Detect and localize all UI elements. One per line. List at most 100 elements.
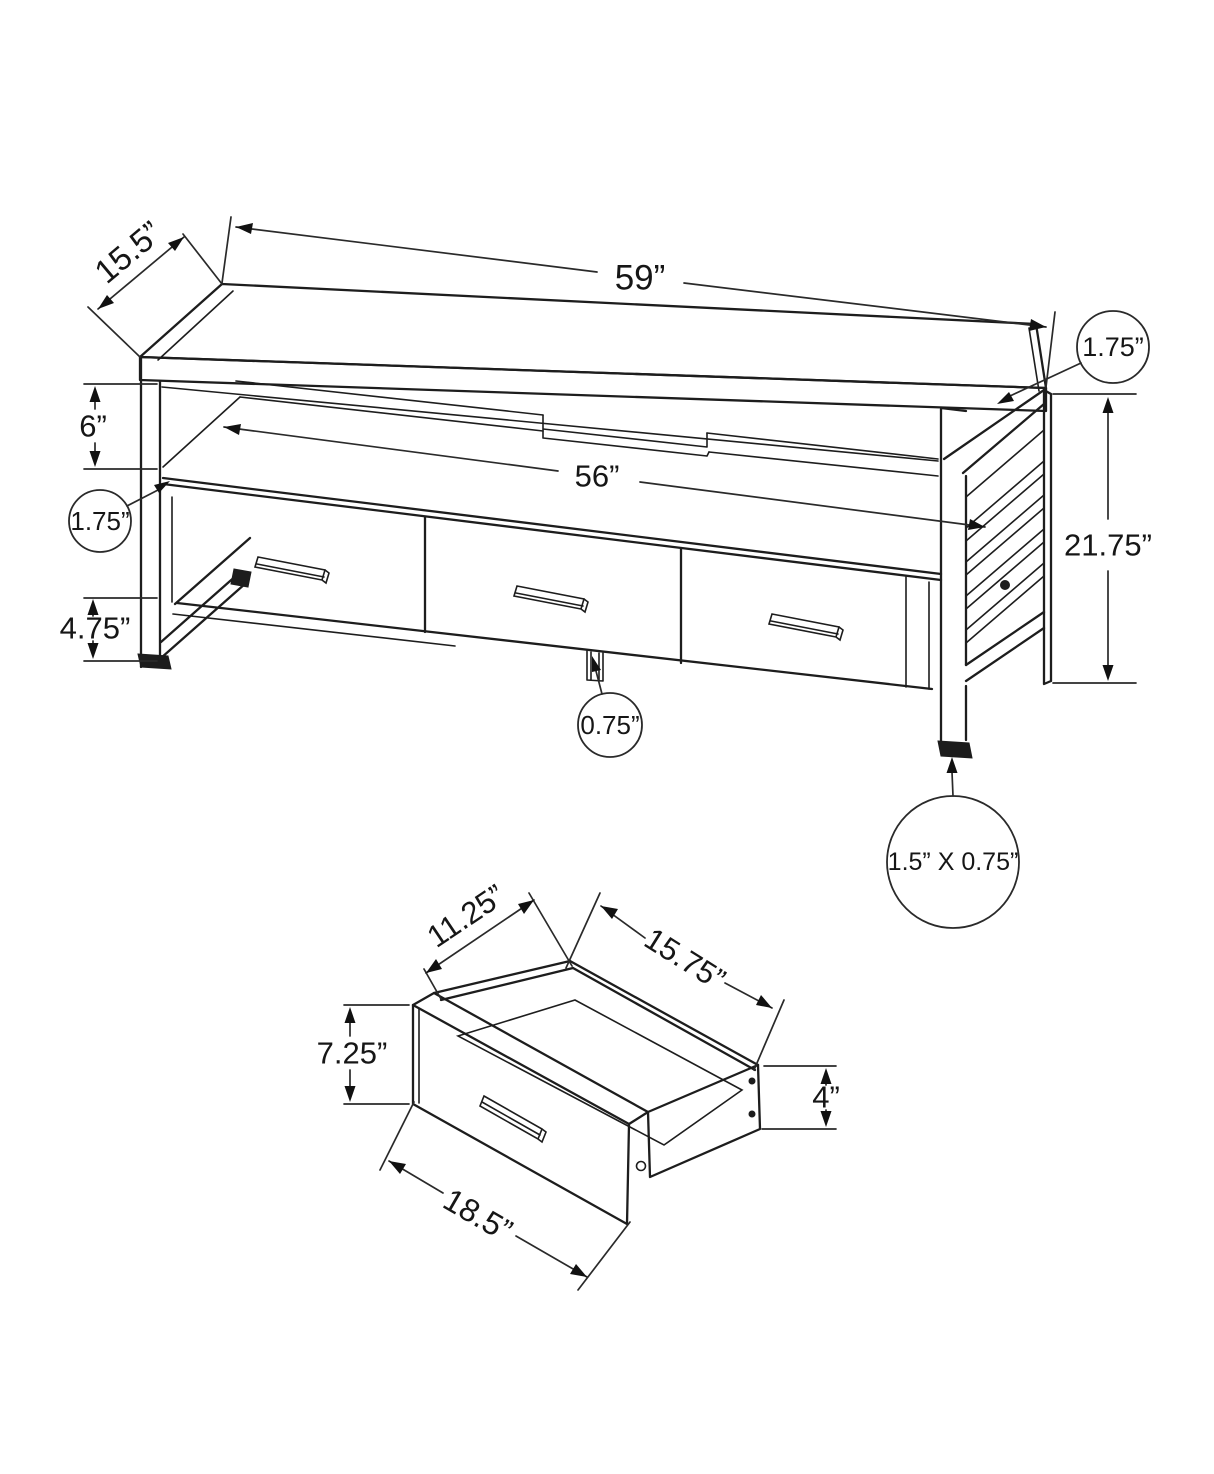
right-frame-interior-line — [965, 429, 1045, 498]
dim-475-extensions — [83, 597, 158, 662]
right-frame-foot — [937, 740, 973, 759]
callout-leg-leader — [951, 771, 954, 797]
dim-185-arrow-left — [389, 1161, 406, 1174]
right-frame-slats — [965, 460, 1045, 644]
dim-1125-line — [425, 899, 535, 974]
dim-725-extensions — [343, 1004, 410, 1105]
dim-185-extensions — [379, 1101, 631, 1291]
drawer-handle-1 — [253, 556, 330, 585]
callout-top-arrow — [997, 392, 1014, 404]
drawer-detail-drawing: 7.25” 11.25” 15.75” 4” 18.5” — [317, 878, 840, 1291]
callout-circle-top-thickness — [1076, 310, 1150, 384]
left-frame-sled-rails — [159, 536, 252, 660]
callout-shelf-arrow — [154, 481, 170, 493]
drawer-cam-hole — [635, 1160, 647, 1172]
dim-6-extensions — [83, 383, 158, 470]
dim-1575-label: 15.75” — [638, 921, 731, 997]
back-panel-top-edge — [235, 380, 939, 477]
drawer-cap-screw-2 — [748, 1110, 756, 1118]
cabinet-underside-line — [172, 613, 456, 647]
callout-leg-label: 1.5” X 0.75” — [888, 848, 1019, 876]
drawer-detail-handle — [478, 1094, 547, 1144]
dim-725-label: 7.25” — [317, 1036, 388, 1071]
dim-1575-extensions — [565, 892, 785, 1071]
drawer-back-top-edge — [568, 959, 760, 1072]
dim-59-line — [235, 226, 1047, 328]
drawer-front-panel — [411, 1003, 631, 1226]
callout-circle-divider — [577, 692, 643, 758]
dim-1125-arrow-upper — [518, 900, 534, 914]
drawer-handle-3 — [767, 613, 844, 642]
dim-4-arrow-up — [820, 1068, 832, 1084]
compartment-ceiling-line — [161, 386, 939, 462]
drawer-right-cap — [646, 1063, 762, 1179]
dim-1125-arrow-lower — [426, 959, 442, 973]
cabinet-bottom-edge — [175, 601, 934, 691]
callout-circle-shelf-thickness — [68, 489, 132, 553]
right-frame — [937, 388, 1053, 759]
dim-56-label: 56” — [575, 459, 620, 494]
dim-725-arrow-down — [344, 1086, 356, 1102]
right-frame-top-rail — [942, 388, 1046, 475]
top-panel-right-inner-line — [1028, 327, 1040, 392]
dim-59-arrow-right — [1029, 319, 1046, 331]
dim-4-label: 4” — [812, 1080, 840, 1115]
dim-59-arrow-left — [236, 223, 253, 234]
dim-6-label: 6” — [79, 409, 107, 444]
right-frame-bottom-rail — [964, 610, 1046, 683]
dim-56-line — [223, 426, 986, 528]
dim-2175-arrow-down — [1102, 665, 1114, 681]
dim-4-extensions — [761, 1065, 837, 1130]
dim-185-arrow-right — [570, 1264, 587, 1277]
callout-divider-label: 0.75” — [580, 710, 639, 740]
dim-155-arrow-upper — [168, 237, 184, 251]
callout-divider-leader — [595, 670, 603, 695]
dim-6-arrow-down — [89, 451, 101, 467]
top-panel-left-inner-line — [157, 290, 234, 361]
right-frame-post — [939, 406, 968, 744]
callout-shelf-label: 1.75” — [70, 506, 129, 536]
tv-stand-drawing — [137, 282, 1053, 759]
callout-leg-arrow — [946, 757, 958, 773]
drawer-cap-screw-1 — [748, 1077, 756, 1085]
dim-1125-label: 11.25” — [421, 878, 512, 955]
dim-155-extensions — [87, 233, 223, 358]
dim-2175-extensions — [1052, 393, 1137, 684]
top-panel-front-face — [138, 355, 1048, 413]
dim-6-arrow-up — [89, 386, 101, 402]
dim-56-arrow-right — [968, 519, 985, 530]
dim-475-label: 4.75” — [60, 611, 131, 646]
dim-155-arrow-lower — [98, 295, 114, 309]
dim-155-line — [97, 236, 185, 310]
cable-notch — [542, 414, 710, 457]
dim-59-label: 59” — [615, 259, 666, 298]
dim-2175-label: 21.75” — [1064, 528, 1152, 563]
dim-185-label: 18.5” — [437, 1181, 518, 1249]
dim-155-label: 15.5” — [87, 214, 168, 291]
left-interior-corner-line — [162, 396, 241, 468]
callout-shelf-leader — [126, 489, 159, 507]
dim-1125-extensions — [423, 892, 573, 1000]
dim-56-arrow-left — [224, 424, 241, 435]
drawer-handle-2 — [512, 585, 589, 614]
callout-top-label: 1.75” — [1082, 332, 1144, 362]
dim-2175-arrow-up — [1102, 397, 1114, 413]
callout-top-leader — [1009, 362, 1082, 397]
left-frame-back-foot — [230, 568, 252, 588]
dim-1575-arrow-lower — [756, 995, 772, 1008]
middle-shelf-edge — [161, 476, 943, 582]
dim-725-arrow-up — [344, 1007, 356, 1023]
left-frame-post — [139, 355, 162, 669]
drawer-interior-floor — [455, 999, 744, 1146]
right-frame-outer-edge — [1042, 388, 1053, 686]
callout-divider-arrow — [592, 656, 601, 672]
drawer-front-top-sliver — [411, 991, 650, 1126]
cam-lock-dot — [1000, 580, 1010, 590]
dim-59-extensions — [221, 216, 1056, 388]
tv-stand-dimensions: 59” 15.5” 6” 1.75” 56” 4.75” 1.75” — [60, 214, 1152, 929]
dim-4-arrow-down — [820, 1111, 832, 1127]
dim-1575-arrow-upper — [601, 906, 618, 919]
dim-475-arrow-down — [87, 643, 99, 659]
